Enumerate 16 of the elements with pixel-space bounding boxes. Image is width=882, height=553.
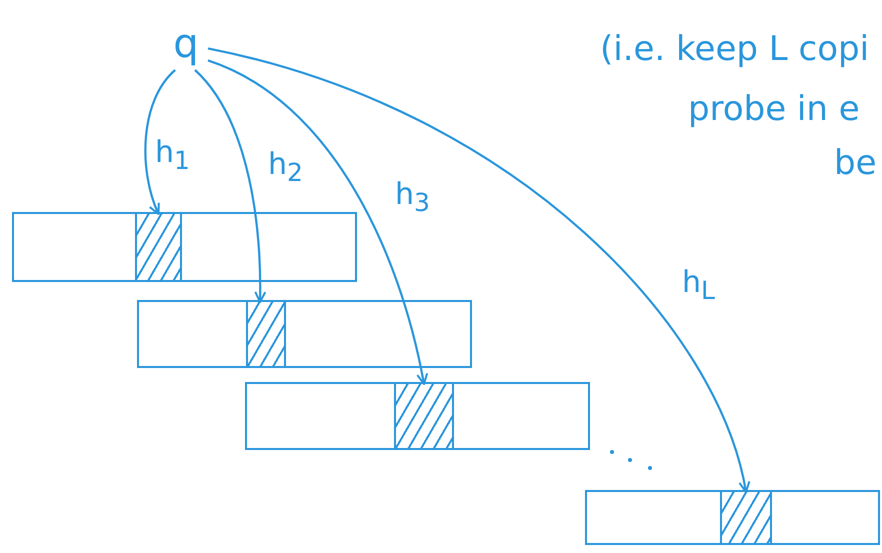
hatched-bucket — [720, 492, 772, 543]
query-label: q — [168, 22, 204, 70]
hatched-bucket — [135, 214, 182, 280]
arrow — [208, 59, 428, 385]
hash-table-bar — [245, 382, 590, 450]
arrow — [208, 47, 750, 493]
arrow — [144, 69, 176, 215]
hatched-bucket — [246, 302, 286, 366]
note-text: (i.e. keep L copi — [600, 32, 870, 66]
note-text: be — [834, 146, 876, 180]
hash-table-bar — [137, 300, 472, 368]
note-text: probe in e — [688, 92, 860, 126]
hash-table-bar — [12, 212, 357, 282]
hatched-bucket — [394, 384, 454, 448]
hash-table-bar — [585, 490, 880, 545]
arrow — [194, 69, 266, 303]
